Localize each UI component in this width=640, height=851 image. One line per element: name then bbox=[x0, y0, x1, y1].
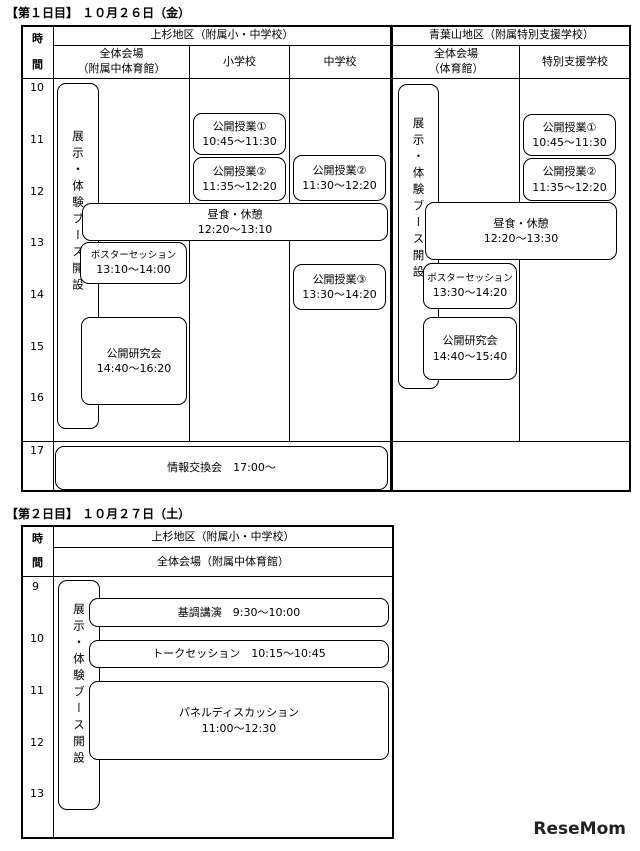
event-name: 昼食・休憩 bbox=[493, 216, 549, 230]
day2-time-header: 間 bbox=[32, 556, 43, 570]
day2-time-header: 時 bbox=[32, 531, 43, 545]
event-name: 公開授業① bbox=[542, 120, 597, 134]
event-name: ポスターセッション bbox=[427, 272, 513, 284]
day1-junior-open-class-2: 公開授業② 11:30～12:20 bbox=[293, 155, 386, 201]
event-name: ポスターセッション bbox=[90, 249, 177, 261]
day1-hour-label: 15 bbox=[30, 340, 44, 353]
event-time: 13:30～14:20 bbox=[302, 288, 377, 301]
day2-region-uesugi: 上杉地区（附属小・中学校） bbox=[151, 529, 295, 543]
event-name: パネルディスカッション bbox=[178, 706, 300, 720]
day1-info-exchange: 情報交換会 17:00～ bbox=[55, 446, 388, 490]
day2-talk-session: トークセッション 10:15～10:45 bbox=[89, 640, 389, 668]
day1-col-special: 特別支援学校 bbox=[542, 54, 608, 68]
day2-header-line bbox=[54, 547, 392, 548]
day1-special-open-class-2: 公開授業② 11:35～12:20 bbox=[523, 158, 616, 201]
event-name: 公開研究会 bbox=[442, 334, 498, 348]
day2-hour-label: 9 bbox=[32, 580, 39, 593]
day1-title: 【第１日目】 １０月２６日（金） bbox=[6, 6, 191, 20]
event-time: 10:45～11:30 bbox=[202, 135, 277, 148]
day1-time-column-divider bbox=[53, 26, 54, 491]
day2-header-bottom-line bbox=[22, 576, 392, 577]
day1-public-research-uesugi: 公開研究会 14:40～16:20 bbox=[81, 317, 187, 405]
day1-header-line bbox=[54, 45, 630, 46]
day1-col-elementary: 小学校 bbox=[223, 54, 256, 68]
day1-hour-label: 10 bbox=[30, 81, 44, 94]
day1-exhibit-booth-aobayama: 展示・体験ブース開設 bbox=[398, 84, 439, 389]
day2-col-venue: 全体会場（附属中体育館） bbox=[157, 554, 289, 568]
day2-time-column-divider bbox=[53, 526, 54, 838]
day2-title: 【第２日目】 １０月２７日（土） bbox=[6, 507, 191, 521]
day1-hour-label: 12 bbox=[30, 185, 44, 198]
day1-junior-open-class-3: 公開授業③ 13:30～14:20 bbox=[293, 264, 386, 310]
day1-evening-line bbox=[392, 441, 630, 442]
day2-hour-label: 13 bbox=[30, 787, 44, 800]
day1-elementary-open-class-2: 公開授業② 11:35～12:20 bbox=[193, 157, 286, 201]
resemom-watermark: ReseMom bbox=[533, 819, 626, 839]
day1-lunch-aobayama: 昼食・休憩 12:20～13:30 bbox=[425, 202, 617, 260]
day1-lunch-uesugi: 昼食・休憩 12:20～13:10 bbox=[82, 203, 388, 241]
event-name: トークセッション 10:15～10:45 bbox=[152, 647, 326, 661]
day1-poster-session-aobayama: ポスターセッション 13:30～14:20 bbox=[423, 263, 517, 309]
day1-region-divider bbox=[390, 26, 393, 491]
event-name: 基調講演 9:30～10:00 bbox=[177, 605, 301, 619]
day1-hour-label: 13 bbox=[30, 236, 44, 249]
event-time: 10:45～11:30 bbox=[532, 136, 607, 149]
day1-evening-line bbox=[22, 441, 390, 442]
day2-keynote: 基調講演 9:30～10:00 bbox=[89, 598, 389, 627]
day1-hour-label: 14 bbox=[30, 288, 44, 301]
event-name: 公開授業② bbox=[312, 163, 367, 177]
event-name: 公開研究会 bbox=[106, 346, 162, 360]
event-time: 11:35～12:20 bbox=[202, 180, 277, 193]
day1-special-open-class-1: 公開授業① 10:45～11:30 bbox=[523, 114, 616, 156]
event-name: 公開授業② bbox=[542, 165, 597, 179]
event-name: 昼食・休憩 bbox=[207, 207, 263, 221]
day1-region-uesugi: 上杉地区（附属小・中学校） bbox=[150, 28, 294, 42]
event-time: 13:10～14:00 bbox=[96, 262, 171, 276]
day1-time-header: 間 bbox=[32, 57, 43, 71]
event-time: 12:20～13:30 bbox=[483, 232, 559, 245]
event-time: 11:00～12:30 bbox=[201, 721, 277, 735]
day1-time-header: 時 bbox=[32, 31, 43, 45]
day1-hour-label: 11 bbox=[30, 133, 44, 146]
day1-col-junior: 中学校 bbox=[323, 54, 357, 68]
day2-hour-label: 10 bbox=[30, 632, 44, 645]
event-name: 情報交換会 17:00～ bbox=[167, 461, 276, 475]
day1-col-divider bbox=[289, 46, 290, 441]
day1-public-research-aobayama: 公開研究会 14:40～15:40 bbox=[423, 317, 517, 380]
event-name: 公開授業③ bbox=[312, 272, 367, 286]
event-name: 公開授業② bbox=[212, 164, 267, 178]
day1-col-divider bbox=[189, 46, 190, 441]
day2-table bbox=[21, 525, 394, 839]
day1-hour-label: 17 bbox=[30, 444, 44, 457]
event-time: 11:35～12:20 bbox=[532, 180, 607, 194]
event-time: 12:20～13:10 bbox=[197, 223, 273, 236]
day1-region-aobayama: 青葉山地区（附属特別支援学校） bbox=[429, 28, 594, 42]
day1-exhibit-booth-aobayama-label: 展示・体験ブース開設 bbox=[411, 117, 426, 282]
day1-elementary-open-class-1: 公開授業① 10:45～11:30 bbox=[193, 113, 286, 155]
event-time: 11:30～12:20 bbox=[302, 179, 377, 192]
day1-poster-session-uesugi: ポスターセッション 13:10～14:00 bbox=[80, 242, 187, 284]
event-time: 14:40～16:20 bbox=[96, 362, 172, 375]
event-time: 14:40～15:40 bbox=[432, 349, 508, 363]
day1-header-bottom-line bbox=[22, 78, 630, 79]
day1-col-venue-aobayama: 全体会場 （体育館） bbox=[428, 47, 484, 75]
day2-panel-discussion: パネルディスカッション 11:00～12:30 bbox=[89, 681, 389, 760]
day1-hour-label: 16 bbox=[30, 391, 44, 404]
day1-table bbox=[21, 25, 631, 492]
day1-col-venue-uesugi: 全体会場 （附属中体育館） bbox=[77, 47, 166, 75]
event-name: 公開授業① bbox=[212, 119, 267, 133]
day2-hour-label: 12 bbox=[30, 736, 44, 749]
day2-exhibit-booth-label: 展示・体験ブース開設 bbox=[72, 603, 86, 768]
event-time: 13:30～14:20 bbox=[432, 285, 508, 299]
day2-hour-label: 11 bbox=[30, 684, 44, 697]
